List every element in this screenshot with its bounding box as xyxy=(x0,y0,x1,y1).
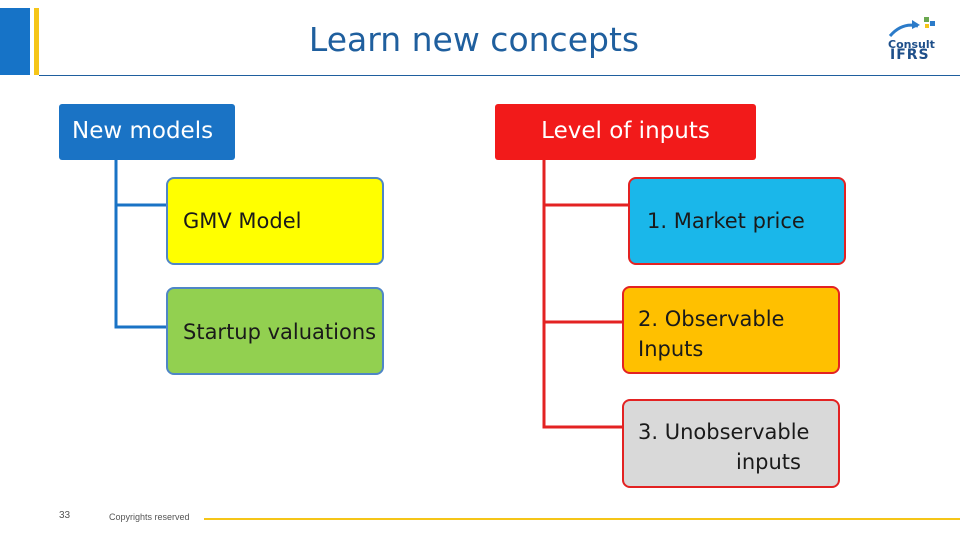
page-title: Learn new concepts xyxy=(308,20,640,59)
consult-ifrs-logo-icon xyxy=(888,17,935,38)
observable-inputs-box: 2. Observable Inputs xyxy=(622,286,840,374)
copyright-text: Copyrights reserved xyxy=(109,512,190,522)
footer-rule xyxy=(204,518,960,520)
page-number: 33 xyxy=(59,510,71,521)
startup-valuations-box: Startup valuations xyxy=(166,287,384,375)
left-tree-connectors xyxy=(114,160,166,329)
market-price-box: 1. Market price xyxy=(628,177,846,265)
accent-bar-blue xyxy=(0,8,30,75)
logo-text-ifrs: IFRS xyxy=(890,47,930,63)
title-rule xyxy=(39,75,960,76)
right-tree-connectors xyxy=(542,160,628,429)
logo-text-consult: Consult xyxy=(888,38,935,51)
level-of-inputs-header: Level of inputs xyxy=(495,104,756,160)
accent-bar-yellow xyxy=(34,8,39,75)
new-models-header: New models xyxy=(59,104,235,160)
gmv-model-box: GMV Model xyxy=(166,177,384,265)
